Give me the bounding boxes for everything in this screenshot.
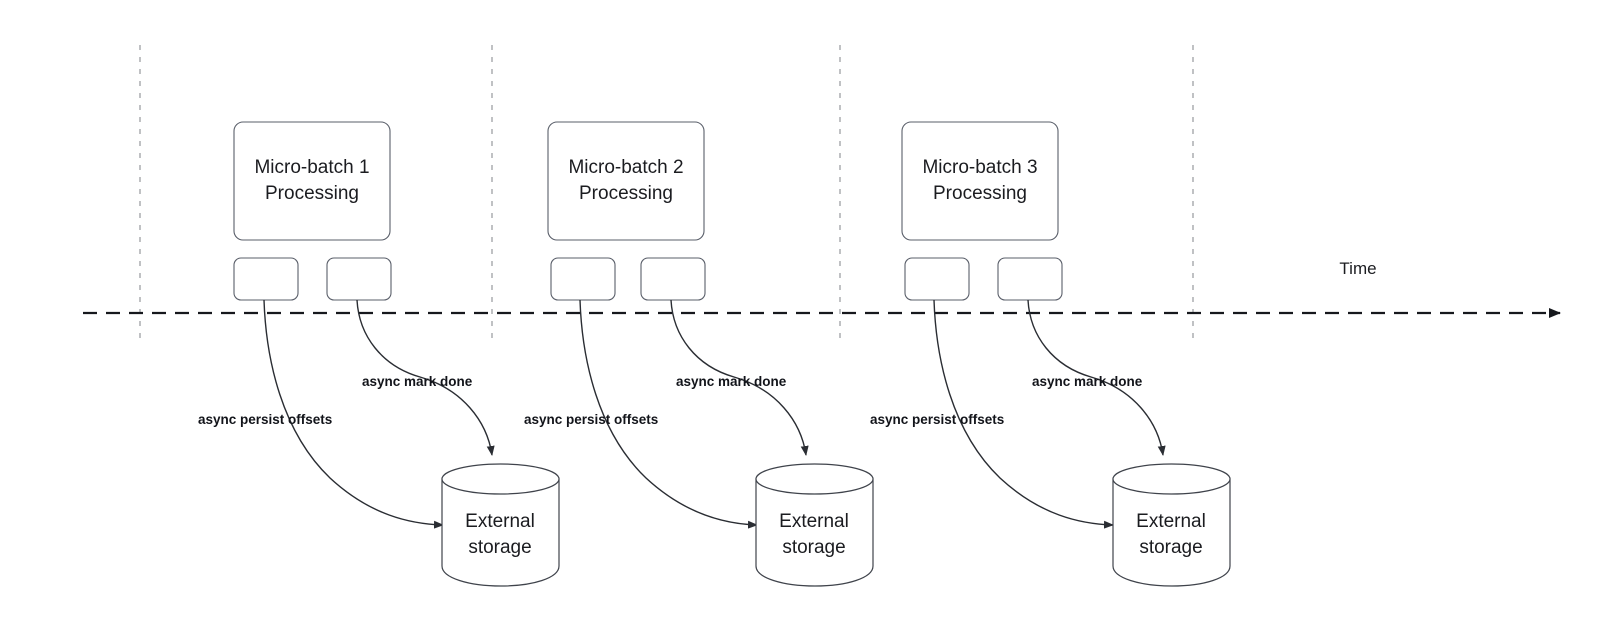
batch-boundary-ticks [139, 45, 1194, 340]
micro-batch-1-persist-offsets-arrow [263, 299, 444, 529]
external-storage-1-label-line2: storage [468, 537, 531, 558]
micro-batch-2-persist-task-box[interactable] [550, 257, 616, 301]
micro-batch-1-mark-done-arrow [356, 299, 495, 456]
micro-batch-3-persist-offsets-label: async persist offsets [870, 412, 1004, 427]
micro-batch-2-persist-offsets-label: async persist offsets [524, 412, 658, 427]
micro-batch-3-box[interactable] [901, 121, 1059, 241]
micro-batch-1-markdone-task-box[interactable] [326, 257, 392, 301]
micro-batch-2-label-line1: Micro-batch 2 [568, 157, 683, 178]
micro-batch-1-label-line2: Processing [265, 183, 359, 204]
external-storage-2-label-line1: External [779, 511, 849, 532]
external-storage-3-label-line2: storage [1139, 537, 1202, 558]
micro-batch-3-label-line2: Processing [933, 183, 1027, 204]
micro-batch-1-mark-done-label: async mark done [362, 374, 473, 389]
micro-batch-2-mark-done-arrow [670, 299, 809, 456]
micro-batch-3-mark-done-arrow [1027, 299, 1166, 456]
external-storage-cylinder-3[interactable]: External storage [1112, 463, 1231, 587]
micro-batch-2-box[interactable] [547, 121, 705, 241]
micro-batch-group-2: Micro-batch 2 Processing async persist o… [524, 121, 874, 587]
time-axis-label: Time [1339, 259, 1376, 278]
micro-batch-1-persist-offsets-label: async persist offsets [198, 412, 332, 427]
micro-batch-group-1: Micro-batch 1 Processing async persist o… [198, 121, 560, 587]
external-storage-3-label-line1: External [1136, 511, 1206, 532]
micro-batch-3-persist-offsets-arrow [933, 299, 1114, 529]
micro-batch-2-persist-offsets-arrow [579, 299, 758, 529]
time-axis: Time [83, 259, 1561, 318]
micro-batch-1-box[interactable] [233, 121, 391, 241]
micro-batch-3-label-line1: Micro-batch 3 [922, 157, 1037, 178]
micro-batch-3-persist-task-box[interactable] [904, 257, 970, 301]
external-storage-2-label-line2: storage [782, 537, 845, 558]
micro-batch-3-markdone-task-box[interactable] [997, 257, 1063, 301]
micro-batch-2-markdone-task-box[interactable] [640, 257, 706, 301]
micro-batch-2-label-line2: Processing [579, 183, 673, 204]
micro-batch-3-mark-done-label: async mark done [1032, 374, 1143, 389]
external-storage-1-label-line1: External [465, 511, 535, 532]
external-storage-cylinder-1[interactable]: External storage [441, 463, 560, 587]
micro-batch-2-mark-done-label: async mark done [676, 374, 787, 389]
external-storage-cylinder-2[interactable]: External storage [755, 463, 874, 587]
micro-batch-1-label-line1: Micro-batch 1 [254, 157, 369, 178]
micro-batch-1-persist-task-box[interactable] [233, 257, 299, 301]
micro-batch-group-3: Micro-batch 3 Processing async persist o… [870, 121, 1231, 587]
